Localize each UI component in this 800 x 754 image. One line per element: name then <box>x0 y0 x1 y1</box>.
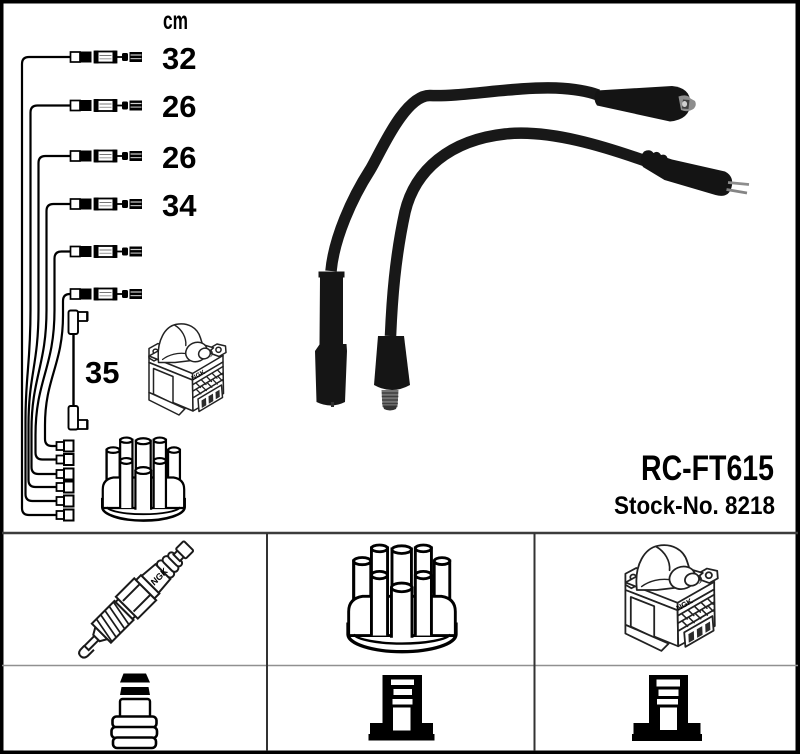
svg-text:35: 35 <box>85 355 119 390</box>
svg-text:Stock-No. 8218: Stock-No. 8218 <box>614 492 775 520</box>
svg-text:RC-FT615: RC-FT615 <box>641 449 774 488</box>
svg-text:26: 26 <box>162 140 196 175</box>
svg-text:cm: cm <box>163 7 188 35</box>
svg-text:34: 34 <box>162 188 197 223</box>
svg-text:26: 26 <box>162 89 196 124</box>
svg-text:32: 32 <box>162 41 196 76</box>
